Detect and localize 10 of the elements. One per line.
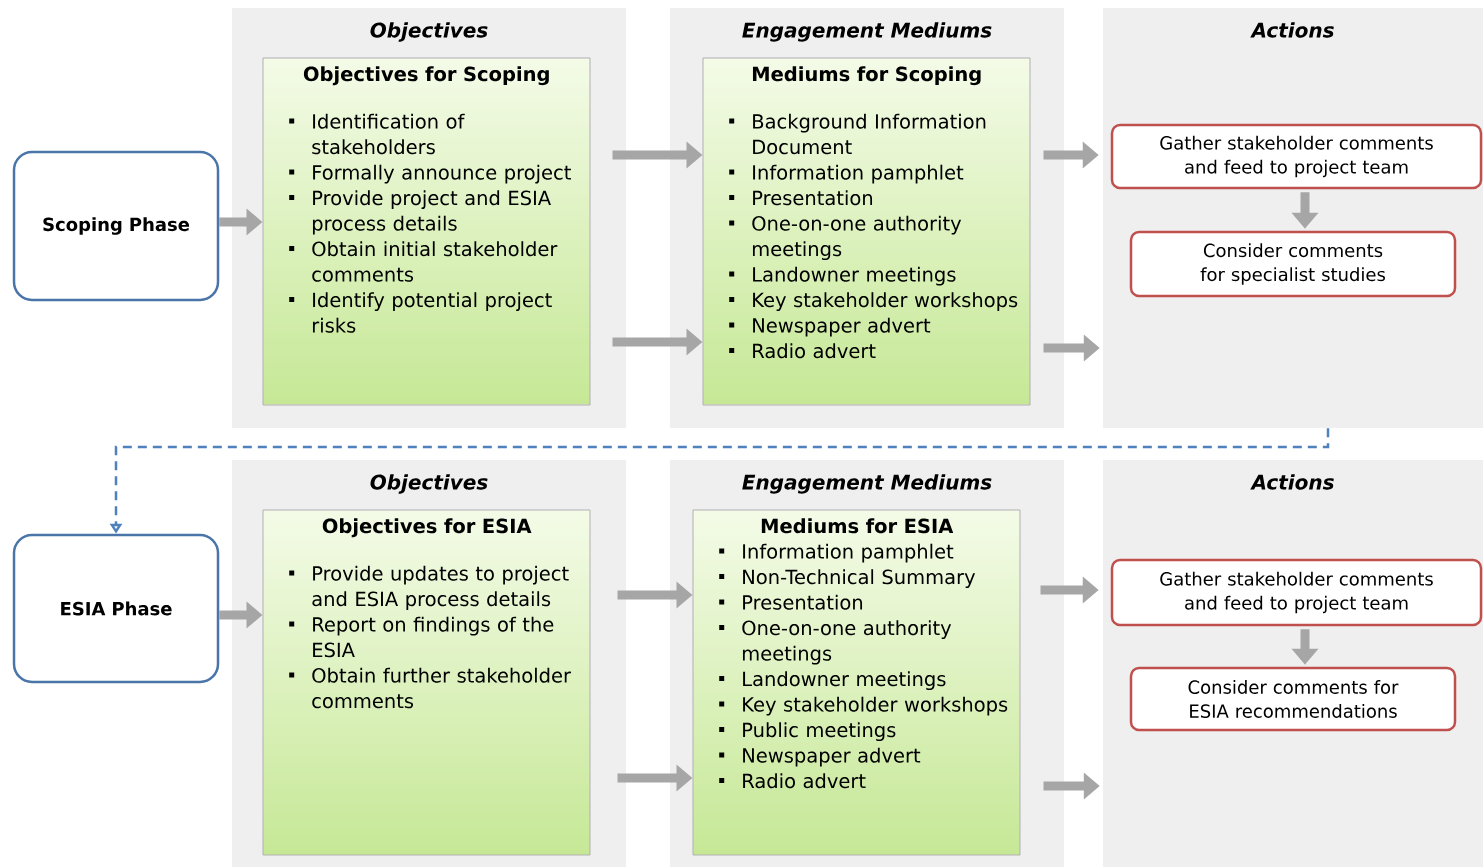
action-box: Gather stakeholder comments and feed to project team xyxy=(1110,558,1483,627)
content-box: Mediums for ESIA Information pamphlet Non-Technical Summary Presentation One-on-one authority meetings Landowner meetings Key stakeholder workshops Public meetings Newspaper advert Radio advert xyxy=(692,509,1021,856)
phase-box: Scoping Phase xyxy=(12,150,220,302)
action-box: Gather stakeholder comments and feed to project team xyxy=(1110,123,1483,190)
action-box: Consider comments for ESIA recommendations xyxy=(1129,666,1457,732)
content-box: Mediums for Scoping Background Information Document Information pamphlet Presentation One-on-one authority meetings Landowner meetings Key stakeholder workshops Newspaper advert Radio advert xyxy=(702,57,1031,406)
content-box: Objectives for ESIA Provide updates to project and ESIA process details Report on findings of the ESIA Obtain further stakeholder comments xyxy=(262,509,591,856)
content-box: Objectives for Scoping Identification of stakeholders Formally announce project Provide project and ESIA process details Obtain initial stakeholder comments Identify potential project risks xyxy=(262,57,591,406)
action-box: Consider comments for specialist studies xyxy=(1129,230,1457,298)
phase-box: ESIA Phase xyxy=(12,533,220,684)
